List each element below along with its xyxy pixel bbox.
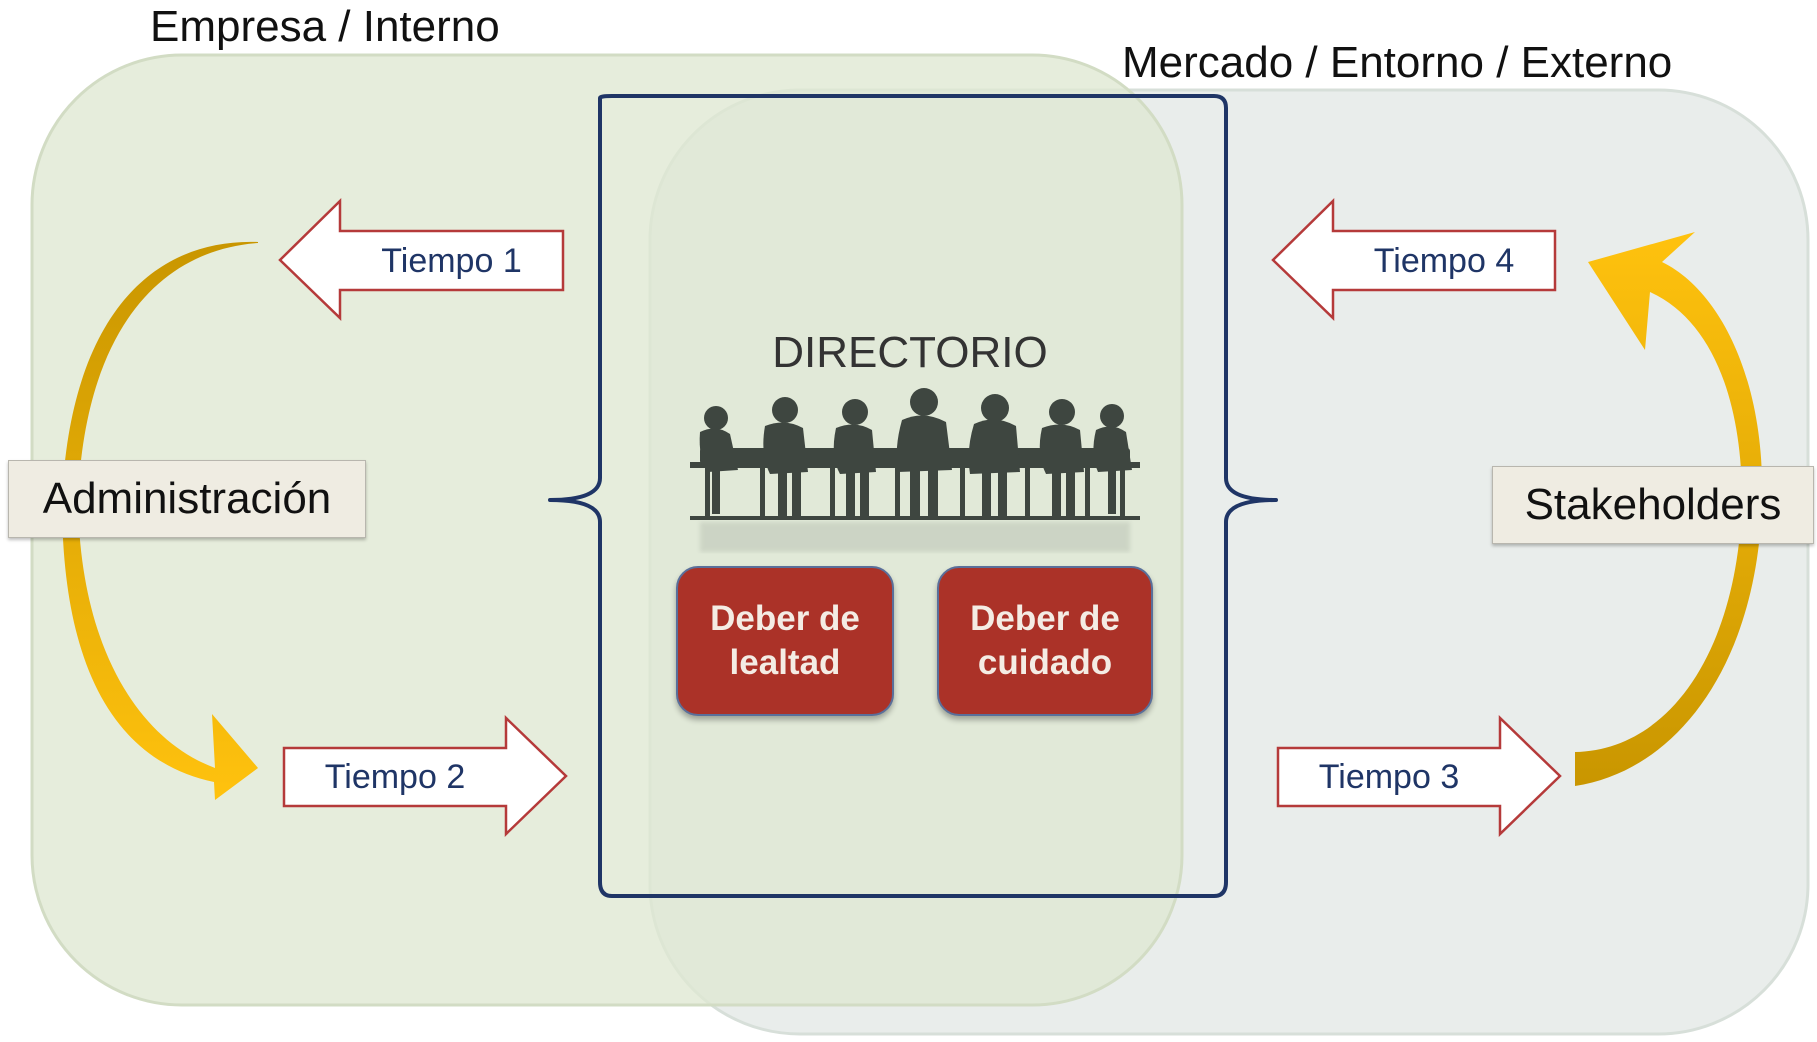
tiempo-1-arrow-shape (278, 198, 565, 321)
board-title: DIRECTORIO (772, 328, 1048, 377)
right-cycle-arrow (1575, 232, 1763, 786)
tiempo-2-arrow-shape (282, 715, 568, 837)
tiempo-4-label: Tiempo 4 (1373, 241, 1515, 280)
board-bracket (548, 94, 1278, 898)
stakeholders-label: Stakeholders (1524, 480, 1782, 529)
administration-label: Administración (42, 474, 332, 523)
administration-box: Administración (8, 460, 366, 538)
tiempo-1-label: Tiempo 1 (381, 241, 522, 280)
stakeholders-box: Stakeholders (1492, 466, 1814, 544)
tiempo-3-label: Tiempo 3 (1318, 757, 1460, 796)
tiempo-4-arrow-shape (1271, 198, 1557, 321)
internal-region-title: Empresa / Interno (150, 2, 500, 51)
tiempo-3-arrow-shape (1276, 715, 1562, 837)
board-meeting-silhouette-icon (690, 388, 1140, 552)
external-region-title: Mercado / Entorno / Externo (1122, 38, 1673, 87)
tiempo-2-label: Tiempo 2 (324, 757, 466, 796)
